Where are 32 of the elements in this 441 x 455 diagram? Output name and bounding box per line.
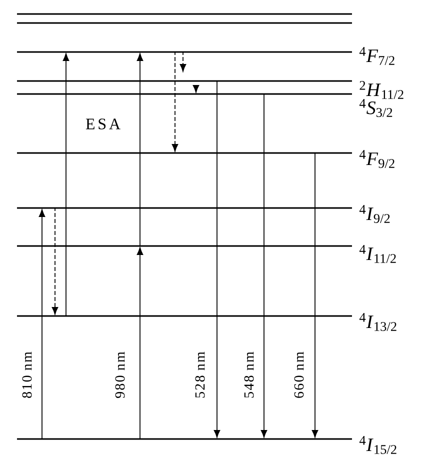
node-label: $^{4}$S$_{3/2}$ [359,99,392,117]
node-label: $^{4}$F$_{9/2}$ [359,150,394,168]
arrow [260,94,268,438]
dashed-arrow [180,52,186,72]
edge-label: 660 nm [294,352,304,398]
node-label: $^{4}$F$_{7/2}$ [359,47,394,65]
node-label: $^{4}$I$_{13/2}$ [359,312,396,331]
node-label: $^{4}$I$_{9/2}$ [359,204,390,223]
arrow [214,80,220,438]
energy-level: $^{4}$F$_{9/2}$ [17,150,394,168]
energy-level: $^{4}$I$_{11/2}$ [17,245,396,263]
arrow [136,53,144,246]
dashed-arrow [192,84,200,93]
arrow [38,209,46,440]
edge-label: 810 nm [22,352,32,398]
energy-level: $^{2}$H$_{11/2}$ [17,80,404,100]
energy-level: $^{4}$I$_{15/2}$ [17,436,396,454]
energy-level: $^{4}$F$_{7/2}$ [17,47,394,65]
edge-label: 548 nm [244,352,254,398]
arrow [312,152,318,438]
arrow [136,247,144,440]
arrow [62,53,70,316]
dashed-arrow [172,52,178,152]
energy-level: $^{4}$I$_{13/2}$ [17,313,396,331]
text-label: ESA [86,118,120,130]
edge-label: 980 nm [115,352,125,398]
node-label: $^{2}$H$_{11/2}$ [360,80,404,100]
node-label: $^{4}$I$_{11/2}$ [359,244,396,263]
node-label: $^{4}$I$_{15/2}$ [359,436,396,454]
edge-label: 528 nm [195,352,205,398]
dashed-arrow [52,208,58,315]
energy-level: $^{4}$I$_{9/2}$ [17,205,390,223]
